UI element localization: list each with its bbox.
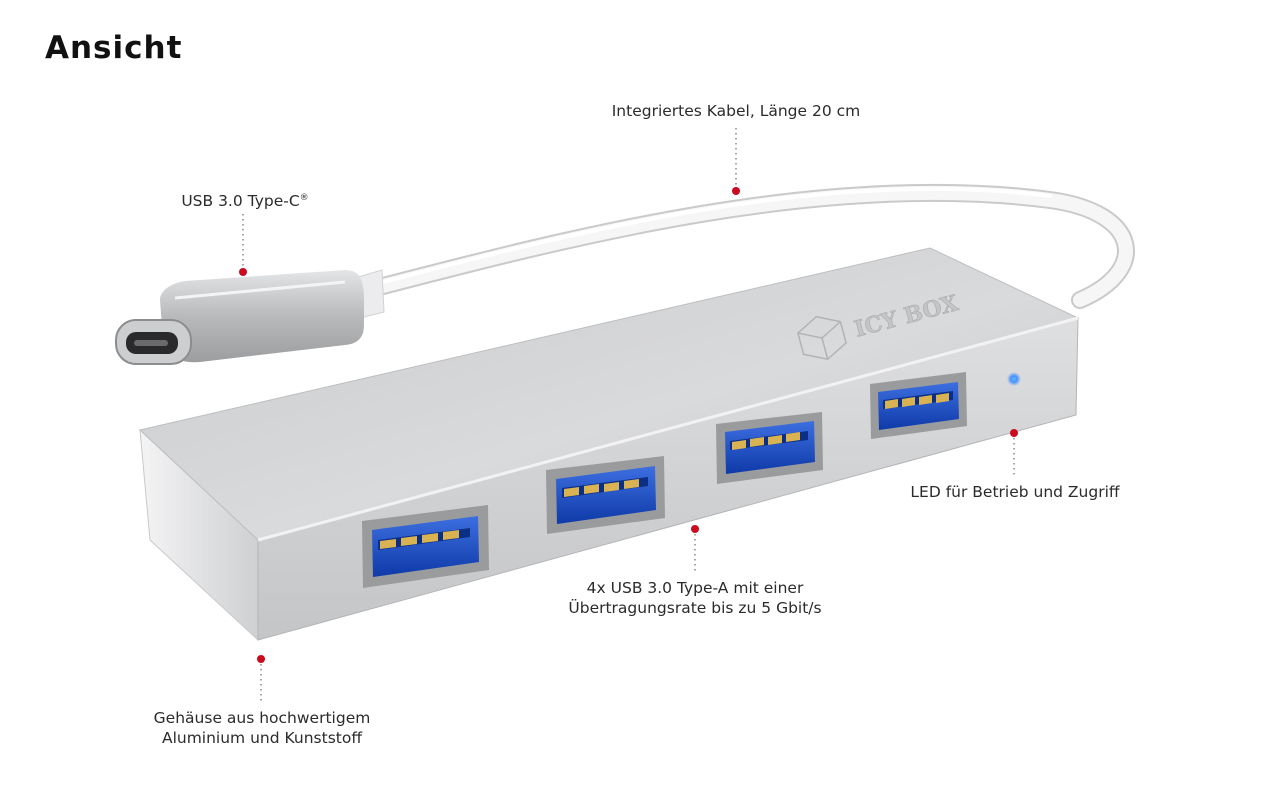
usb-a-port-3	[716, 412, 823, 484]
housing-callout-line-2: Aluminium und Kunststoff	[161, 729, 363, 747]
led-marker	[1010, 429, 1018, 437]
ports-callout-line-2: Übertragungsrate bis zu 5 Gbit/s	[568, 599, 822, 617]
housing-callout-line-1: Gehäuse aus hochwertigem	[153, 709, 371, 727]
usb-a-port-1	[362, 505, 489, 588]
ports-callout: 4x USB 3.0 Type-A mit einer Übertragungs…	[545, 578, 845, 618]
led-callout: LED für Betrieb und Zugriff	[900, 482, 1130, 502]
cable-callout-text: Integriertes Kabel, Länge 20 cm	[611, 102, 861, 120]
status-led	[1007, 372, 1021, 386]
ports-callout-line-1: 4x USB 3.0 Type-A mit einer	[586, 579, 804, 597]
page-title: Ansicht	[45, 30, 183, 66]
usb-c-plug	[115, 269, 385, 365]
callout-markers	[239, 128, 1018, 702]
led-callout-text: LED für Betrieb und Zugriff	[910, 483, 1120, 501]
typec-marker	[239, 268, 247, 276]
housing-callout: Gehäuse aus hochwertigem Aluminium und K…	[130, 708, 394, 748]
housing-marker	[257, 655, 265, 663]
cable-marker	[732, 187, 740, 195]
usb-a-port-2	[546, 456, 665, 534]
registered-mark: ®	[299, 193, 309, 203]
typec-callout: USB 3.0 Type-C®	[150, 188, 340, 211]
typec-callout-text: USB 3.0 Type-C	[181, 192, 300, 210]
integrated-cable	[351, 183, 1135, 309]
cable-callout: Integriertes Kabel, Länge 20 cm	[586, 101, 886, 121]
usb-a-port-4	[870, 372, 967, 439]
typec-callout-line: USB 3.0 Type-C®	[181, 192, 308, 210]
ports-marker	[691, 525, 699, 533]
